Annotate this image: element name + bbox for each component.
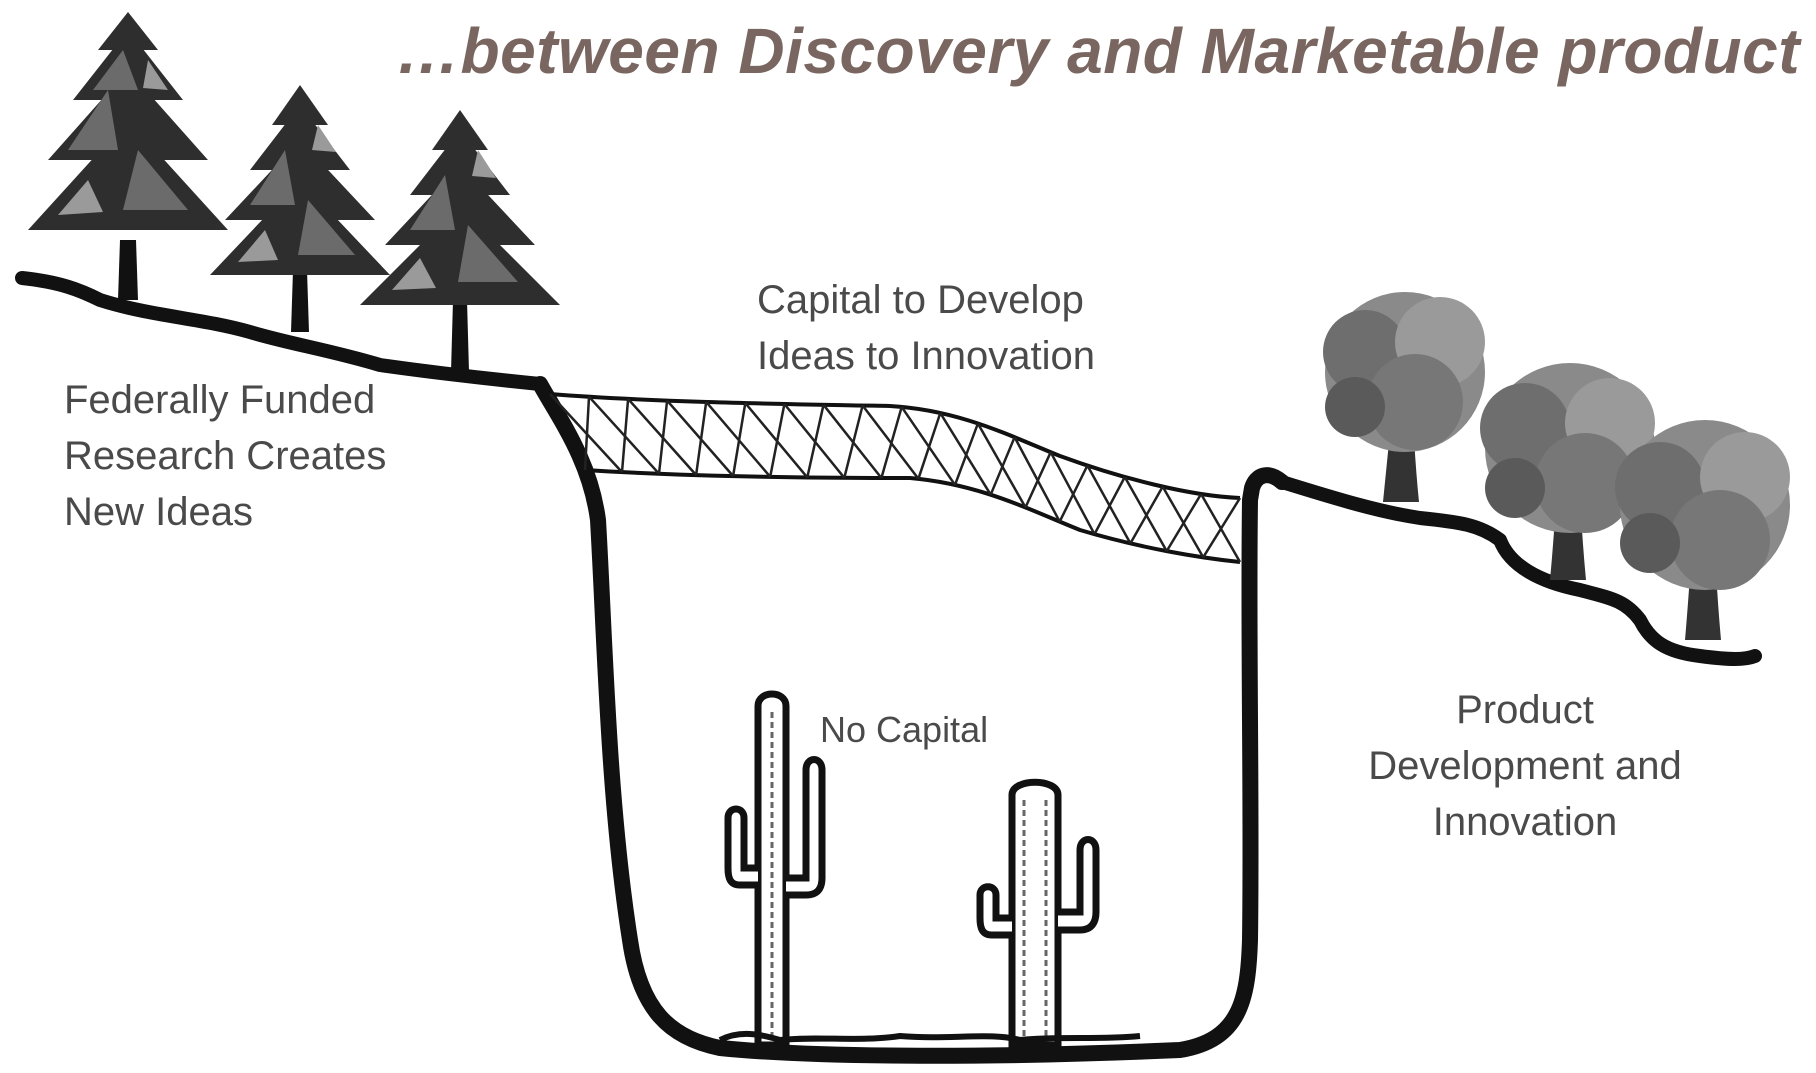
bridge-lattice-diagonals-b <box>583 396 1242 558</box>
conifer-tree-icon <box>28 12 560 372</box>
canyon-floor-rocks <box>718 1031 1141 1044</box>
bridge-bottom-rail <box>584 468 1241 564</box>
conifer-tree-2 <box>210 85 390 332</box>
oak-tree-3 <box>1615 420 1790 640</box>
right-label: Product Development and Innovation <box>1350 682 1700 850</box>
conifer-tree-3 <box>360 110 560 372</box>
saguaro-cactus-icon <box>718 690 1141 1049</box>
oak-tree-2 <box>1480 363 1655 580</box>
right-cliff-ground <box>1275 475 1762 666</box>
cactus-right <box>976 778 1100 1049</box>
right-label-line-3: Innovation <box>1432 800 1618 844</box>
conifer-tree-1 <box>28 12 228 300</box>
valley-label-text: No Capital <box>820 709 989 750</box>
oak-tree-icon <box>1323 292 1790 640</box>
bridge-lattice <box>549 393 1242 563</box>
bridge-label-line-2: Ideas to Innovation <box>757 334 1096 378</box>
bridge-label-line-1: Capital to Develop <box>757 278 1084 322</box>
left-label-line-2: Research Creates <box>64 434 387 478</box>
lattice-bridge-icon <box>549 392 1242 564</box>
valley-label: No Capital <box>820 702 988 758</box>
canyon-outline <box>532 376 1290 1064</box>
left-label-line-1: Federally Funded <box>64 378 376 422</box>
right-label-line-1: Product <box>1456 688 1594 732</box>
cactus-left <box>724 690 826 1049</box>
left-label-line-3: New Ideas <box>64 490 253 534</box>
bridge-label: Capital to Develop Ideas to Innovation <box>757 272 1095 384</box>
left-cliff-ground <box>15 271 547 391</box>
left-label: Federally Funded Research Creates New Id… <box>64 372 386 540</box>
page-title: …between Discovery and Marketable produc… <box>396 15 1800 87</box>
oak-tree-1 <box>1323 292 1485 502</box>
bridge-top-rail <box>549 392 1241 500</box>
right-label-line-2: Development and <box>1368 744 1682 788</box>
